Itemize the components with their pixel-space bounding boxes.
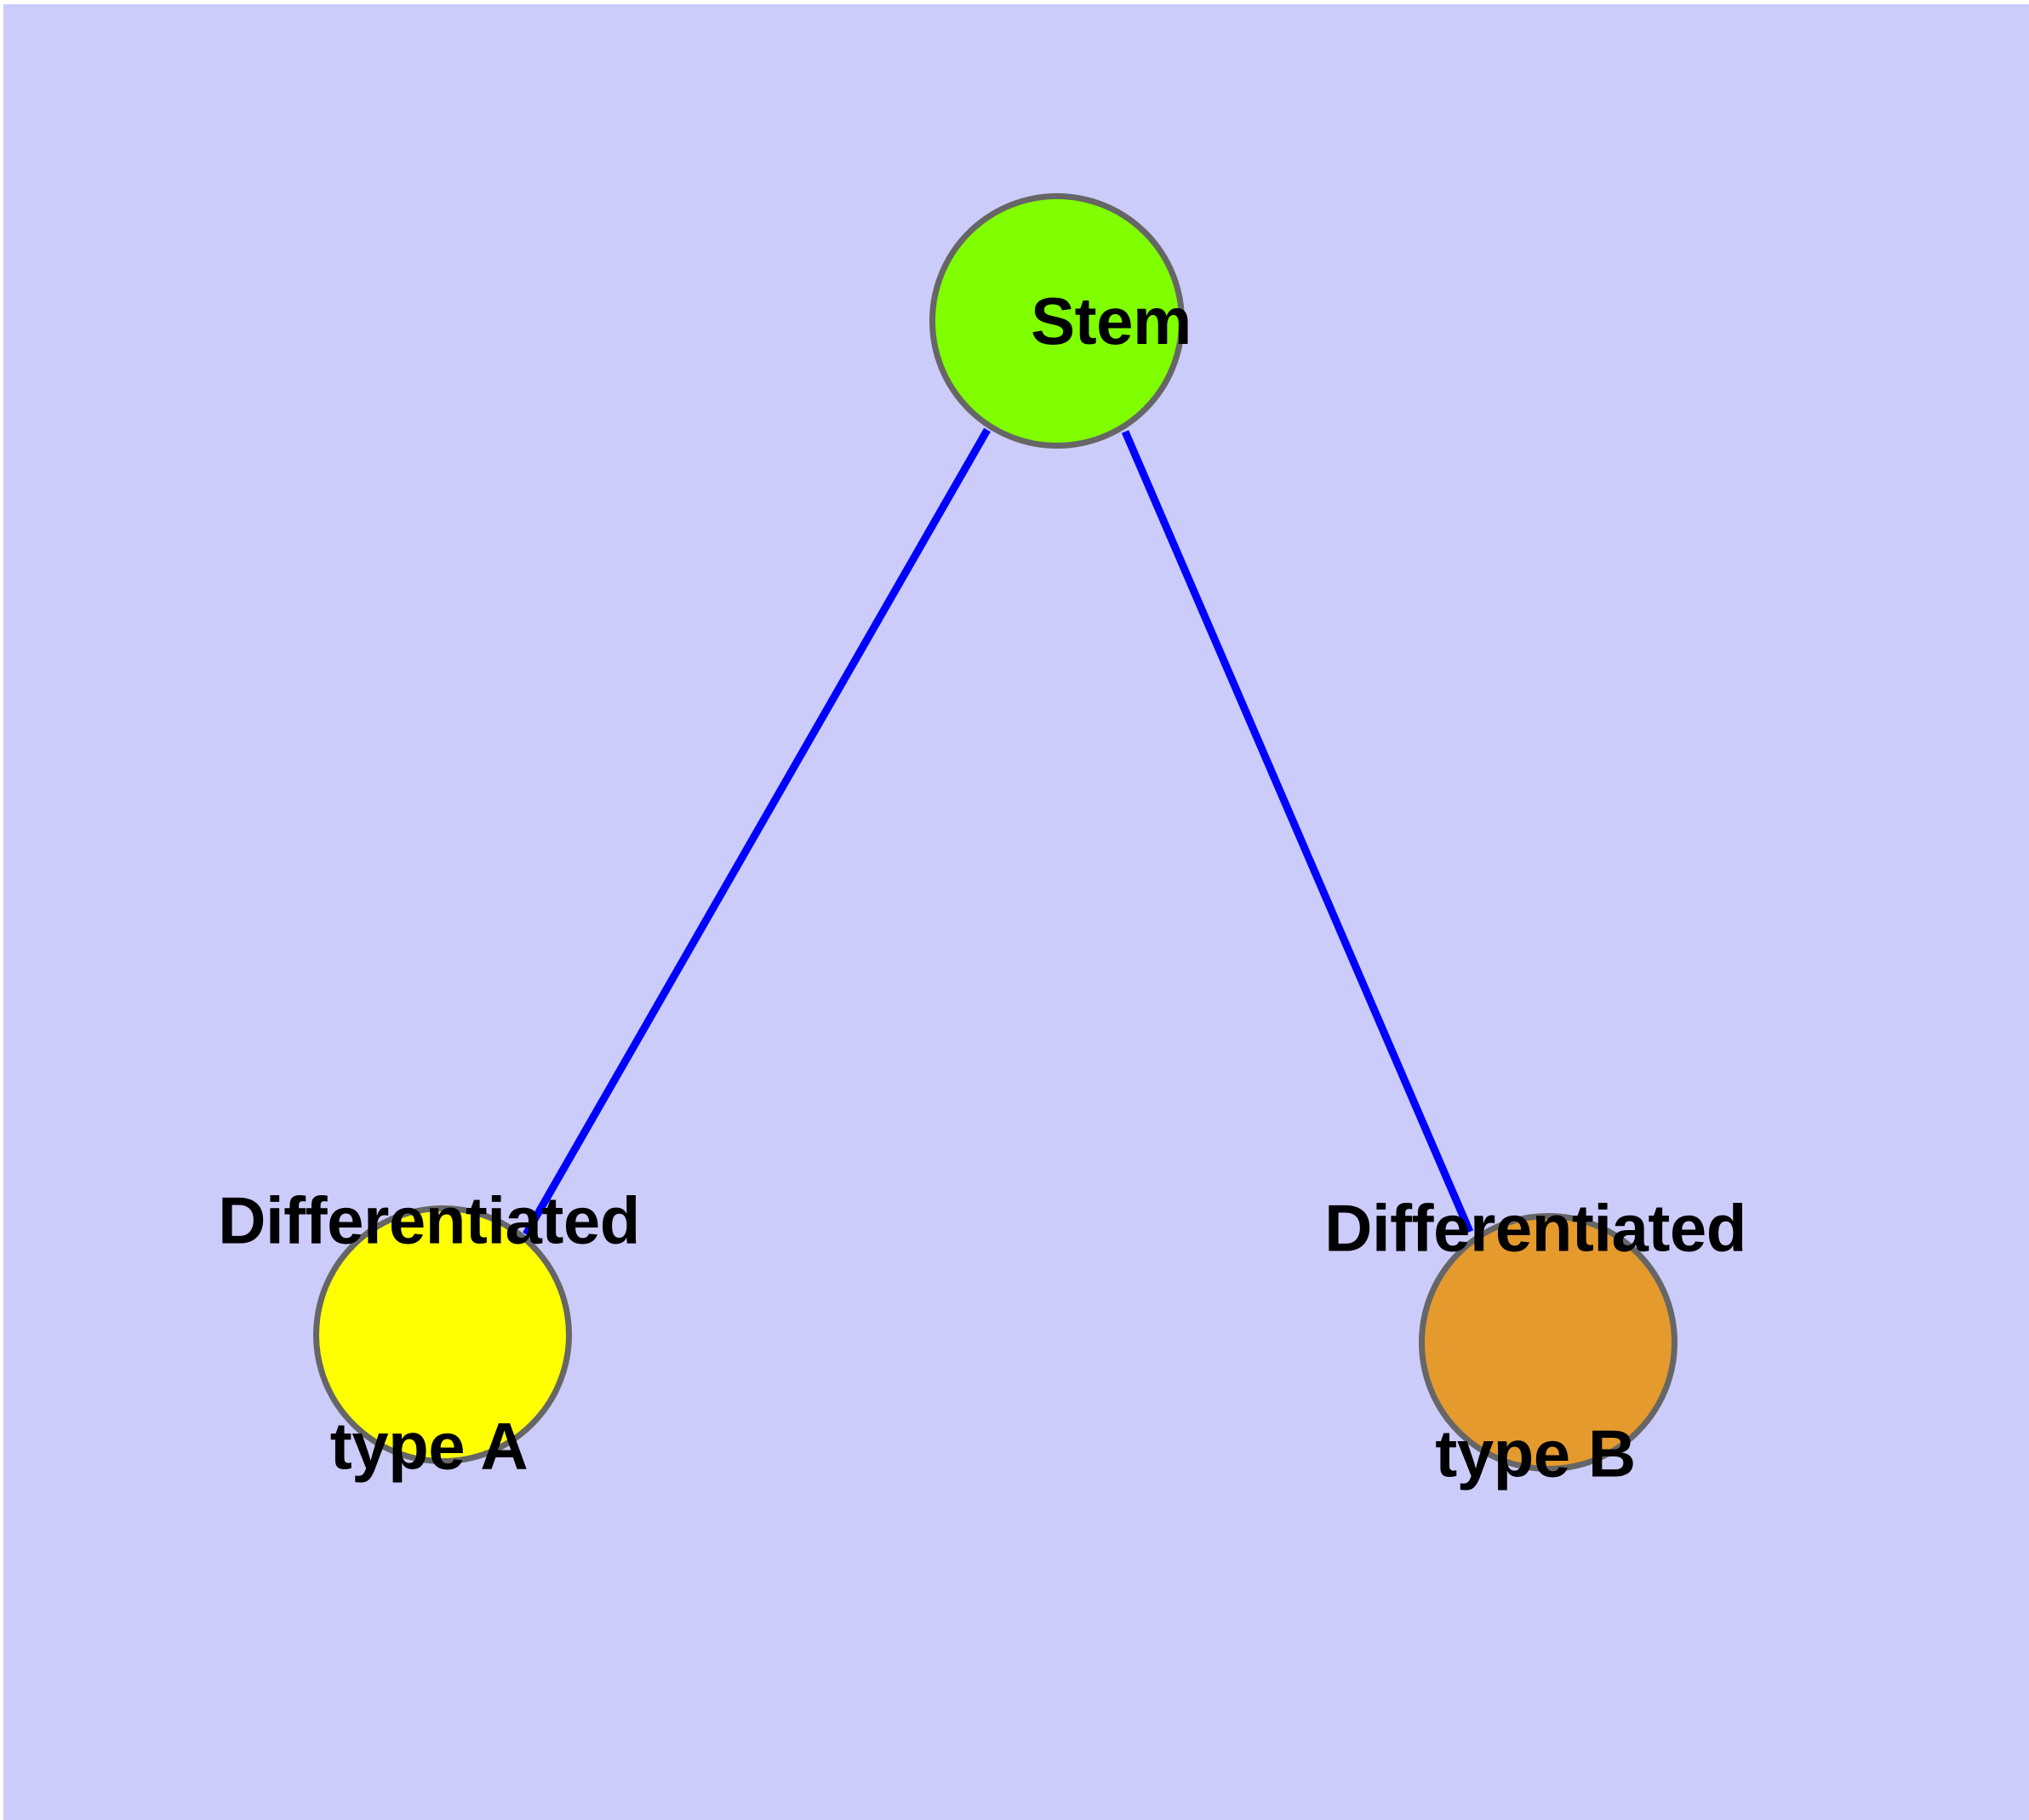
- node-circle-stem[interactable]: [929, 193, 1185, 449]
- node-layer: [313, 193, 1677, 1472]
- edge-stem-to-differentiated-type-a[interactable]: [523, 427, 991, 1237]
- plot-area: Stem Differentiated type A Differentiate…: [3, 4, 2029, 1820]
- node-circle-differentiated-type-b[interactable]: [1419, 1213, 1677, 1472]
- graph-svg: [313, 193, 1677, 1472]
- edge-layer: [523, 427, 1474, 1237]
- edge-stem-to-differentiated-type-b[interactable]: [1121, 430, 1474, 1233]
- node-circle-differentiated-type-a[interactable]: [313, 1205, 572, 1464]
